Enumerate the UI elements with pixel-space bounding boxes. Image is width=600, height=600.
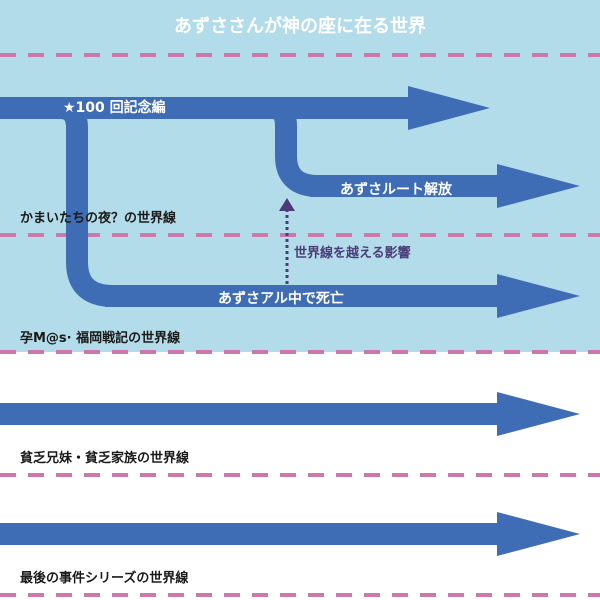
death-arrow <box>105 274 580 318</box>
main-arrow <box>0 86 490 130</box>
worldline-label-4: 最後の事件シリーズの世界線 <box>20 571 189 586</box>
influence-label: 世界線を越える影響 <box>294 246 411 261</box>
influence-arrow-head <box>279 198 295 211</box>
worldline-label-1: かまいたちの夜？の世界線 <box>20 211 177 226</box>
worldline-arrow-3 <box>0 392 580 436</box>
route-unlock-label: あずさルート解放 <box>340 182 452 198</box>
milestone-label: ★100 回記念編 <box>63 100 166 116</box>
page-title: あずささんが神の座に在る世界 <box>174 16 426 37</box>
worldline-arrow-4 <box>0 512 580 556</box>
separator-lines <box>0 53 600 597</box>
worldline-label-3: 貧乏兄妹・貧乏家族の世界線 <box>20 451 190 466</box>
route-arrow <box>310 164 580 208</box>
worldline-label-2: 孕M@s· 福岡戦記の世界線 <box>20 331 181 346</box>
death-label: あずさアル中で死亡 <box>218 291 344 307</box>
